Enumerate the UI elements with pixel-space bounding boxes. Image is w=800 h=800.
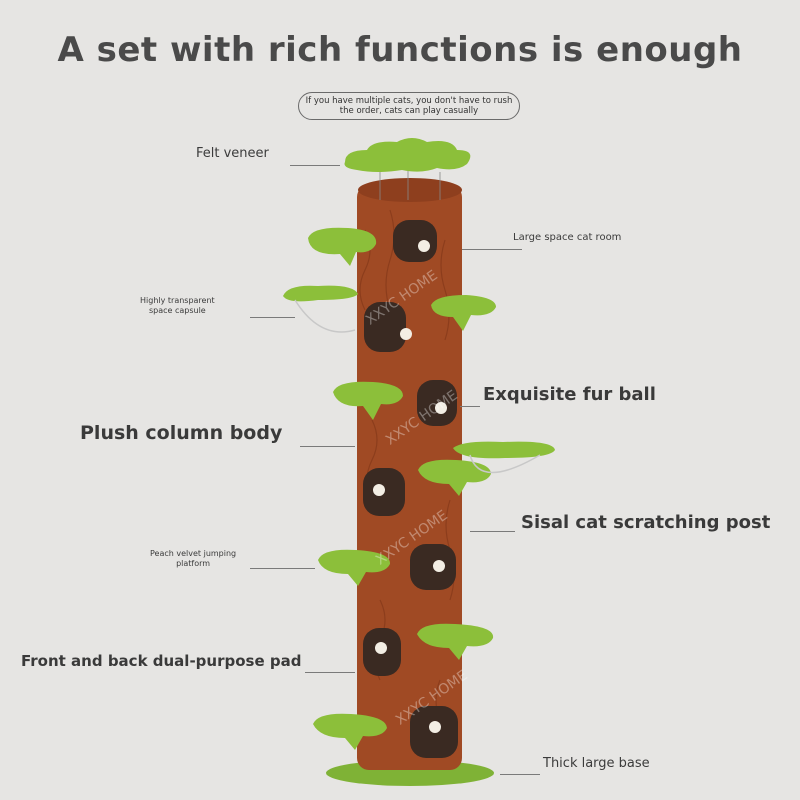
label-peach-line-2: platform [176,559,211,568]
leader-line [470,531,515,532]
subtitle-line-1: If you have multiple cats, you don't hav… [305,96,513,106]
leader-line [250,317,295,318]
hole [410,544,456,590]
label-peach-line-1: Peach velvet jumping [150,549,237,558]
leader-line [500,774,540,775]
fur-balls [373,240,447,733]
subtitle-badge: If you have multiple cats, you don't hav… [298,92,520,120]
leader-line [460,406,480,407]
leader-line [305,672,355,673]
cat-room-hole [393,220,437,262]
leader-line [250,568,315,569]
leader-line [462,249,522,250]
hole [417,380,457,426]
label-fur-ball: Exquisite fur ball [483,384,656,405]
label-large-room: Large space cat room [513,232,622,243]
label-plush-column: Plush column body [80,422,283,444]
leader-line [300,446,355,447]
label-peach-platform: Peach velvet jumping platform [150,549,236,569]
label-capsule-line-1: Highly transparent [140,296,215,305]
label-capsule-line-2: space capsule [148,306,206,315]
page-title: A set with rich functions is enough [57,30,743,70]
label-felt-veneer: Felt veneer [196,146,269,161]
hole [364,302,406,352]
platforms [283,227,555,750]
space-capsule [294,299,356,333]
trunk-top [358,178,462,202]
label-capsule: Highly transparent space capsule [140,296,215,316]
space-capsule [469,454,541,474]
subtitle-line-2: the order, cats can play casually [339,106,479,116]
felt-veneer [344,138,471,172]
leader-line [290,165,340,166]
label-sisal-post: Sisal cat scratching post [521,512,771,533]
label-thick-base: Thick large base [543,756,650,771]
label-dual-pad: Front and back dual-purpose pad [21,652,302,670]
